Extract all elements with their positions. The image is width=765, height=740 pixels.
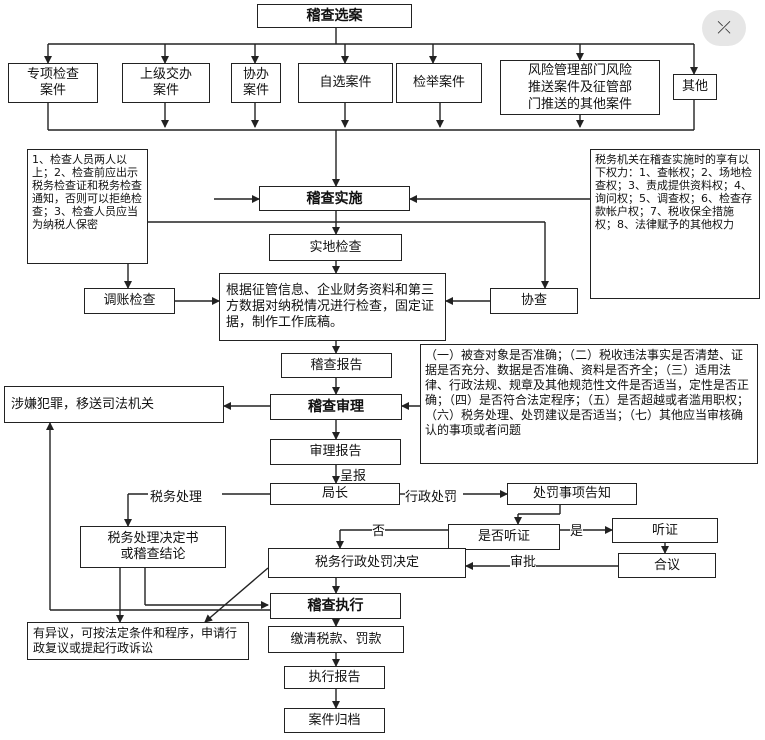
node-review-report: 审理报告 bbox=[270, 439, 401, 465]
label-submit: 呈报 bbox=[340, 465, 367, 484]
node-case-selection: 稽查选案 bbox=[257, 4, 412, 28]
source-report: 检举案件 bbox=[396, 63, 482, 103]
node-inspection-report: 稽查报告 bbox=[281, 353, 392, 378]
close-overlay-icon[interactable]: ⤫ bbox=[702, 10, 746, 46]
source-risk-management: 风险管理部门风险 推送案件及征管部 门推送的其他案件 bbox=[500, 60, 660, 115]
node-penalty-notice: 处罚事项告知 bbox=[507, 483, 637, 505]
node-cooperative-check: 协查 bbox=[490, 288, 578, 314]
node-execution-report: 执行报告 bbox=[284, 666, 385, 689]
node-inspection-implementation: 稽查实施 bbox=[259, 186, 410, 211]
node-penalty-decision: 税务行政处罚决定 bbox=[268, 548, 466, 578]
node-hearing: 听证 bbox=[612, 518, 718, 543]
inspection-powers-note: 税务机关在稽查实施时的享有以下权力：1、查帐权；2、场地检查权；3、责成提供资料… bbox=[590, 149, 760, 299]
label-yes: 是 bbox=[570, 520, 584, 539]
node-inspection-review: 稽查审理 bbox=[270, 394, 402, 420]
inspector-rules-note: 1、检查人员两人以上；2、检查前应出示税务检查证和税务检查通知，否则可以拒绝检查… bbox=[27, 149, 148, 264]
node-judicial-transfer: 涉嫌犯罪，移送司法机关 bbox=[4, 386, 224, 423]
label-tax-handling: 税务处理 bbox=[150, 486, 203, 505]
node-account-check: 调账检查 bbox=[84, 288, 175, 314]
source-superior-assigned: 上级交办 案件 bbox=[122, 63, 210, 103]
node-case-archive: 案件归档 bbox=[284, 708, 385, 733]
node-pay-tax-fine: 缴清税款、罚款 bbox=[268, 626, 404, 653]
node-decision-document: 税务处理决定书 或稽查结论 bbox=[80, 526, 226, 568]
node-objection: 有异议，可按法定条件和程序，申请行政复议或提起行政诉讼 bbox=[27, 622, 249, 660]
source-special-inspection: 专项检查 案件 bbox=[8, 63, 98, 103]
source-other: 其他 bbox=[673, 74, 717, 100]
review-criteria-note: （一）被查对象是否准确；（二）税收违法事实是否清楚、证据是否充分、数据是否准确、… bbox=[420, 344, 758, 464]
node-evidence-collection: 根据征管信息、企业财务资料和第三方数据对纳税情况进行检查，固定证据，制作工作底稿… bbox=[219, 273, 446, 341]
source-assisted: 协办 案件 bbox=[231, 63, 281, 103]
label-admin-penalty: 行政处罚 bbox=[405, 486, 458, 505]
source-self-selected: 自选案件 bbox=[298, 63, 393, 103]
node-hearing-question: 是否听证 bbox=[448, 524, 560, 550]
label-approval: 审批 bbox=[510, 551, 537, 570]
node-deliberation: 合议 bbox=[618, 553, 716, 578]
node-field-check: 实地检查 bbox=[269, 234, 402, 261]
node-execution: 稽查执行 bbox=[270, 593, 401, 619]
node-director: 局长 bbox=[270, 483, 400, 505]
label-no: 否 bbox=[372, 520, 386, 539]
